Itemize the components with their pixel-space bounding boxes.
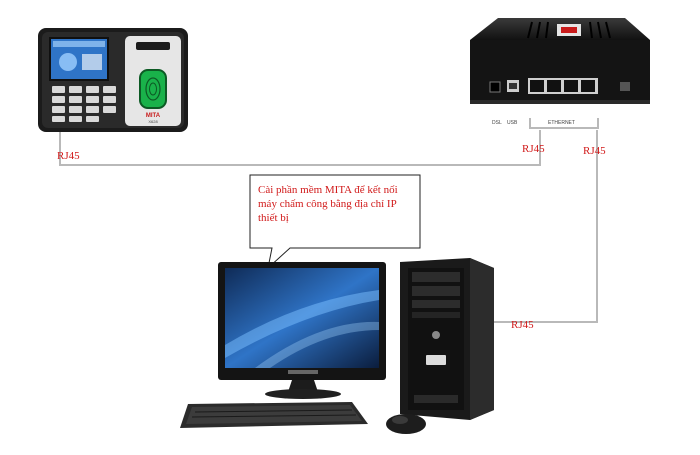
device-model: X628 (148, 119, 158, 124)
callout-text: Cài phần mềm MITA để kết nối máy chấm cô… (258, 184, 398, 224)
network-router: DSL USB ETHERNET (470, 18, 650, 126)
device-brand: MITA (146, 113, 161, 119)
label-rj45-router-2: RJ45 (583, 145, 606, 157)
computer-tower (400, 258, 494, 420)
router-port-label-lan: ETHERNET (548, 120, 575, 126)
router-lan-ports (528, 78, 598, 94)
callout-bubble (249, 174, 421, 270)
keyboard (180, 402, 368, 428)
label-rj45-computer: RJ45 (511, 319, 534, 331)
router-port-label-usb: USB (507, 120, 518, 126)
network-cables (59, 118, 599, 323)
mouse (386, 414, 426, 434)
label-rj45-router-1: RJ45 (522, 143, 545, 155)
time-attendance-device: MITA X628 (38, 28, 188, 132)
fingerprint-sensor (139, 69, 167, 109)
label-rj45-device: RJ45 (57, 150, 80, 162)
cable-device-to-router (59, 130, 541, 166)
router-port-label-dsl: DSL (492, 120, 502, 126)
device-keypad (52, 86, 116, 122)
cable-router-to-computer (493, 130, 598, 323)
cable-router-port-bracket (529, 118, 599, 129)
computer-monitor (218, 262, 386, 399)
